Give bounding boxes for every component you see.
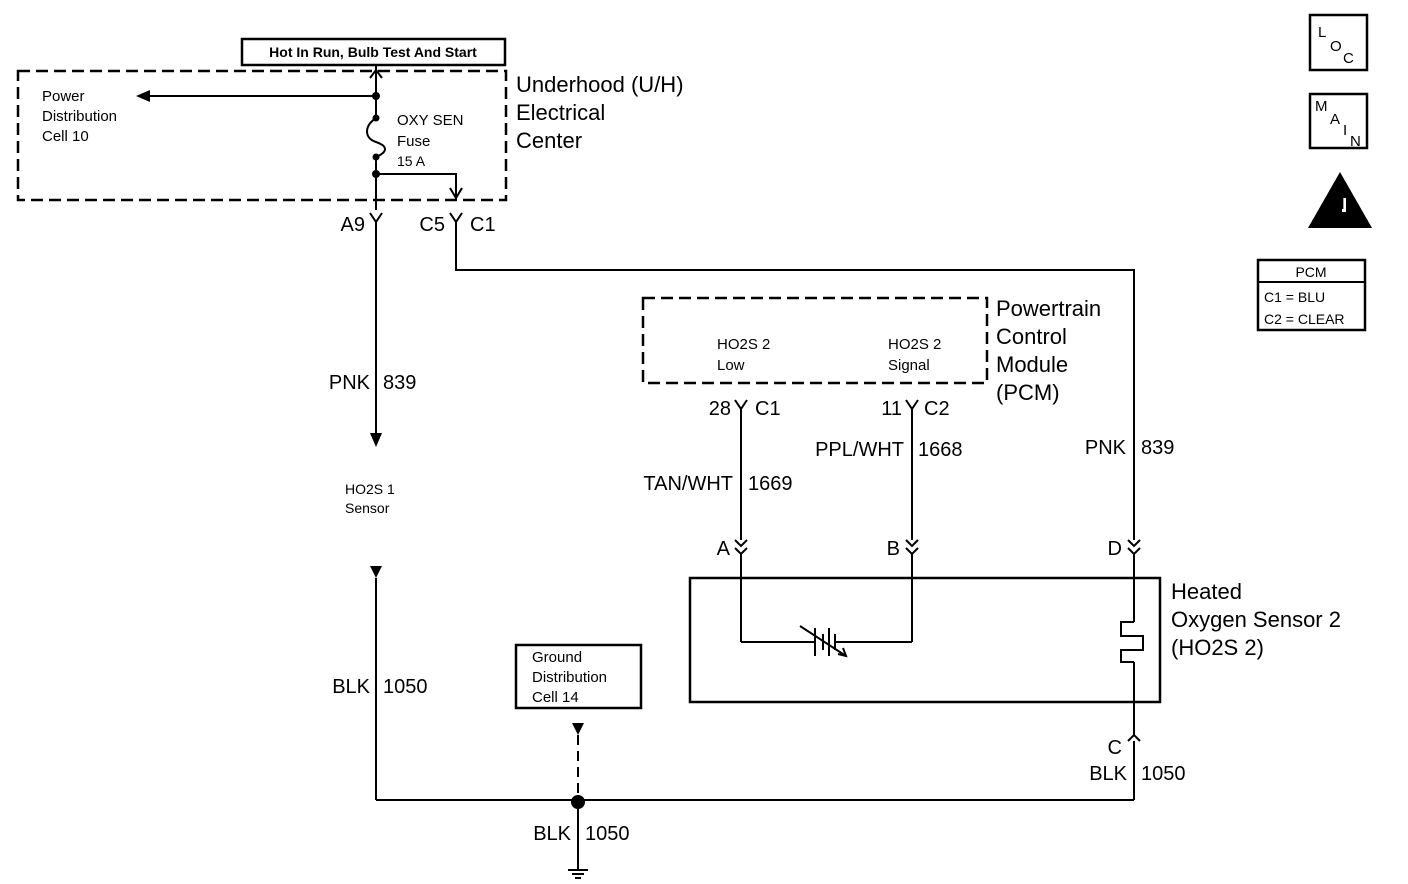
pcm-title-1: Powertrain (996, 296, 1101, 321)
conn-a9: A9 (341, 214, 365, 236)
pcm-legend-c1: C1 = BLU (1264, 289, 1325, 305)
pin-a: A (717, 538, 731, 560)
main-icon[interactable] (1308, 92, 1369, 150)
power-dist-line1: Power (42, 88, 85, 105)
supply-label: Hot In Run, Bulb Test And Start (269, 44, 477, 60)
wire-ppl-num: 1668 (918, 439, 963, 461)
loc-icon-c: C (1343, 50, 1354, 67)
ho2s2-title-2: Oxygen Sensor 2 (1171, 607, 1341, 632)
conn-c1-top: C1 (470, 214, 496, 236)
conn-c2-pcm: C2 (924, 398, 950, 420)
ho2s1-line2: Sensor (345, 500, 390, 516)
loc-icon-l: L (1318, 24, 1326, 41)
wire-pnk-right-num: 839 (1141, 437, 1174, 459)
wire-tan-num: 1669 (748, 473, 793, 495)
wire-tan-color: TAN/WHT (643, 473, 733, 495)
uh-center-title-3: Center (516, 128, 582, 153)
fuse-symbol (366, 117, 386, 158)
wire-pnk-left-color: PNK (329, 372, 371, 394)
uh-center-box (16, 69, 508, 202)
wire-blk-right-color: BLK (1089, 763, 1127, 785)
fuse-line3: 15 A (397, 153, 426, 169)
wire-blk-left-num: 1050 (383, 676, 428, 698)
main-icon-n: N (1350, 133, 1361, 150)
pcm-box (641, 296, 989, 385)
pcm-low-line1: HO2S 2 (717, 336, 770, 353)
pcm-signal-line2: Signal (888, 357, 930, 374)
obd-icon[interactable] (1308, 172, 1372, 228)
power-dist-line3: Cell 10 (42, 128, 89, 145)
ground-dist-line3: Cell 14 (532, 689, 579, 706)
pin-b: B (887, 538, 900, 560)
obd-icon-roman: II (1336, 196, 1345, 213)
supply-label-box (240, 37, 507, 67)
ho2s2-box (688, 576, 1162, 704)
wire-blk-left-color: BLK (332, 676, 370, 698)
main-icon-a: A (1330, 111, 1340, 128)
wire-blk-bottom-color: BLK (533, 823, 571, 845)
pcm-signal-line1: HO2S 2 (888, 336, 941, 353)
fuse-line2: Fuse (397, 133, 430, 150)
pcm-title-2: Control (996, 324, 1067, 349)
pcm-title-3: Module (996, 352, 1068, 377)
pcm-legend-c2: C2 = CLEAR (1264, 311, 1345, 327)
uh-center-title-1: Underhood (U/H) (516, 72, 684, 97)
conn-c5: C5 (419, 214, 445, 236)
main-icon-i: I (1343, 122, 1347, 139)
wire-blk-right-num: 1050 (1141, 763, 1186, 785)
obd-icon-text: OBD II (1328, 217, 1352, 226)
conn-c1-pcm: C1 (755, 398, 781, 420)
ho2s2-title-3: (HO2S 2) (1171, 635, 1264, 660)
power-dist-line2: Distribution (42, 108, 117, 125)
ground-dist-line2: Distribution (532, 669, 607, 686)
fuse-line1: OXY SEN (397, 112, 463, 129)
wire-pnk-right-color: PNK (1085, 437, 1127, 459)
wire-blk-bottom-num: 1050 (585, 823, 630, 845)
pcm-legend-title: PCM (1295, 264, 1326, 280)
wire-ppl-color: PPL/WHT (815, 439, 904, 461)
loc-icon[interactable] (1308, 13, 1369, 72)
ho2s2-title-1: Heated (1171, 579, 1242, 604)
uh-center-title-2: Electrical (516, 100, 605, 125)
loc-icon-o: O (1330, 38, 1342, 55)
wire-pnk-left-num: 839 (383, 372, 416, 394)
pcm-title-4: (PCM) (996, 380, 1060, 405)
pcm-low-line2: Low (717, 357, 745, 374)
pin-11: 11 (881, 398, 902, 420)
main-icon-m: M (1315, 98, 1328, 115)
ho2s1-line1: HO2S 1 (345, 481, 395, 497)
pin-28: 28 (709, 398, 731, 420)
ground-dist-line1: Ground (532, 649, 582, 666)
heater-element (1120, 621, 1144, 663)
pin-d: D (1108, 538, 1122, 560)
ground-dist-box (514, 643, 643, 710)
pin-c: C (1108, 737, 1122, 759)
pcm-legend-box (1256, 258, 1367, 332)
